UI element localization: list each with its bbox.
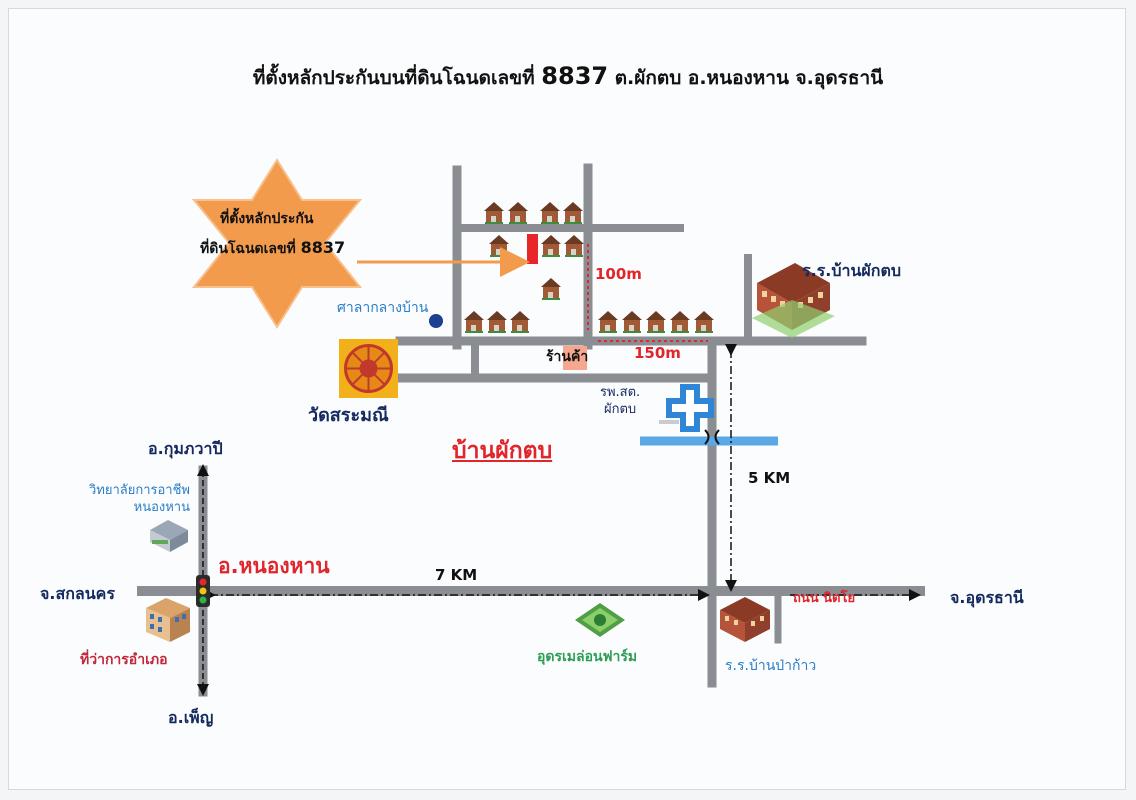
farm-icon[interactable] — [575, 603, 625, 637]
page-title: ที่ตั้งหลักประกันบนที่ดินโฉนดเลขที่ 8837… — [0, 62, 1136, 93]
kumphawapi-label: อ.กุมภวาปี — [148, 439, 223, 458]
collateral-star-icon — [191, 158, 363, 329]
title-prefix: ที่ตั้งหลักประกันบนที่ดินโฉนดเลขที่ — [252, 67, 535, 89]
road-name-label: ถนน นิตโย — [793, 591, 856, 606]
title-suffix: ต.ผักตบ อ.หนองหาน จ.อุดรธานี — [614, 67, 884, 89]
college-icon[interactable] — [150, 520, 188, 552]
health-center-label-2: ผักตบ — [604, 402, 637, 417]
village-hall-label: ศาลากลางบ้าน — [337, 300, 429, 316]
distance-100m-label: 100m — [595, 265, 642, 283]
traffic-light-icon[interactable] — [196, 575, 210, 607]
college-label-2: หนองหาน — [133, 500, 190, 515]
sakon-nakhon-label: จ.สกลนคร — [40, 584, 115, 603]
shop-label: ร้านค้า — [546, 349, 589, 365]
school-phaktop-icon[interactable] — [752, 263, 835, 338]
collateral-label-2-prefix: ที่ดินโฉนดเลขที่ — [200, 241, 296, 257]
distance-7km-label: 7 KM — [435, 566, 478, 584]
temple-wheel-icon[interactable] — [339, 339, 398, 398]
collateral-label-2: ที่ดินโฉนดเลขที่ 8837 — [200, 238, 345, 260]
title-deed-number: 8837 — [541, 62, 609, 90]
district-office-label: ที่ว่าการอำเภอ — [80, 652, 168, 668]
bridge-icon — [704, 429, 720, 445]
shop-marker-icon[interactable] — [563, 346, 587, 370]
school-pakao-icon[interactable] — [720, 597, 770, 642]
collateral-label-2-number: 8837 — [300, 238, 346, 257]
melon-farm-label: อุดรเมล่อนฟาร์ม — [537, 649, 638, 665]
distance-150m-label: 150m — [634, 344, 681, 362]
school-phaktop-label: ร.ร.บ้านผักตบ — [802, 261, 902, 280]
distance-5km-label: 5 KM — [748, 469, 791, 487]
collateral-label-1: ที่ตั้งหลักประกัน — [220, 211, 314, 227]
health-center-label: รพ.สต. ผักตบ — [600, 384, 640, 418]
health-center-label-1: รพ.สต. — [600, 385, 641, 400]
udon-thani-label: จ.อุดรธานี — [950, 588, 1024, 607]
nong-han-label: อ.หนองหาน — [218, 554, 330, 578]
college-label: วิทยาลัยการอาชีพ หนองหาน — [68, 482, 190, 516]
collateral-marker-icon[interactable] — [527, 234, 538, 264]
map-sheet — [8, 8, 1126, 790]
village-name-label: บ้านผักตบ — [452, 438, 553, 464]
temple-label: วัดสระมณี — [308, 405, 389, 426]
village-hall-dot-icon[interactable] — [429, 314, 443, 328]
college-label-1: วิทยาลัยการอาชีพ — [88, 483, 190, 498]
district-office-icon[interactable] — [146, 598, 190, 642]
school-pakao-label: ร.ร.บ้านป่าก้าว — [725, 658, 817, 674]
hospital-cross-icon[interactable] — [659, 384, 714, 432]
phen-label: อ.เพ็ญ — [168, 708, 214, 727]
